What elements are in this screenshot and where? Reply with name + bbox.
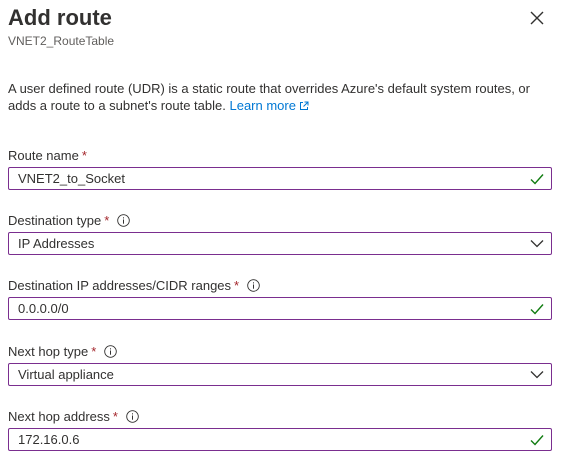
info-icon[interactable] <box>104 345 118 358</box>
next-hop-address-input[interactable]: 172.16.0.6 <box>8 428 552 451</box>
next-hop-type-label: Next hop type * <box>8 343 118 360</box>
required-mark: * <box>104 213 110 228</box>
external-link-icon <box>299 101 309 110</box>
destination-cidr-label: Destination IP addresses/CIDR ranges * <box>8 277 260 294</box>
close-button[interactable] <box>527 8 547 28</box>
route-name-label: Route name * <box>8 147 87 164</box>
next-hop-type-value: Virtual appliance <box>18 367 114 382</box>
destination-type-select[interactable]: IP Addresses <box>8 232 552 255</box>
required-mark: * <box>234 278 240 293</box>
destination-cidr-value: 0.0.0.0/0 <box>18 301 69 316</box>
next-hop-type-label-text: Next hop type <box>8 344 89 359</box>
next-hop-address-label-text: Next hop address <box>8 409 110 424</box>
checkmark-icon <box>525 303 549 315</box>
required-mark: * <box>112 409 118 424</box>
destination-cidr-input[interactable]: 0.0.0.0/0 <box>8 297 552 320</box>
destination-type-value: IP Addresses <box>18 236 95 251</box>
page-title: Add route <box>8 5 112 30</box>
required-mark: * <box>91 344 97 359</box>
destination-type-label: Destination type * <box>8 212 131 229</box>
route-name-label-text: Route name <box>8 148 79 163</box>
description: A user defined route (UDR) is a static r… <box>8 80 548 114</box>
route-name-input[interactable]: VNET2_to_Socket <box>8 167 552 190</box>
page-subtitle: VNET2_RouteTable <box>8 34 115 48</box>
next-hop-type-select[interactable]: Virtual appliance <box>8 363 552 386</box>
learn-more-label: Learn more <box>229 98 296 113</box>
info-icon[interactable] <box>126 410 139 423</box>
close-icon <box>530 11 544 25</box>
route-name-value: VNET2_to_Socket <box>18 171 125 186</box>
destination-cidr-label-text: Destination IP addresses/CIDR ranges <box>8 278 232 293</box>
required-mark: * <box>81 148 87 163</box>
next-hop-address-value: 172.16.0.6 <box>18 432 80 447</box>
checkmark-icon <box>525 434 549 446</box>
description-text: A user defined route (UDR) is a static r… <box>8 81 530 113</box>
chevron-down-icon <box>525 370 549 379</box>
checkmark-icon <box>525 173 549 185</box>
next-hop-address-label: Next hop address * <box>8 408 139 425</box>
learn-more-link[interactable]: Learn more <box>229 98 309 113</box>
info-icon[interactable] <box>247 279 260 292</box>
destination-type-label-text: Destination type <box>8 213 102 228</box>
info-icon[interactable] <box>117 214 131 227</box>
chevron-down-icon <box>525 239 549 248</box>
